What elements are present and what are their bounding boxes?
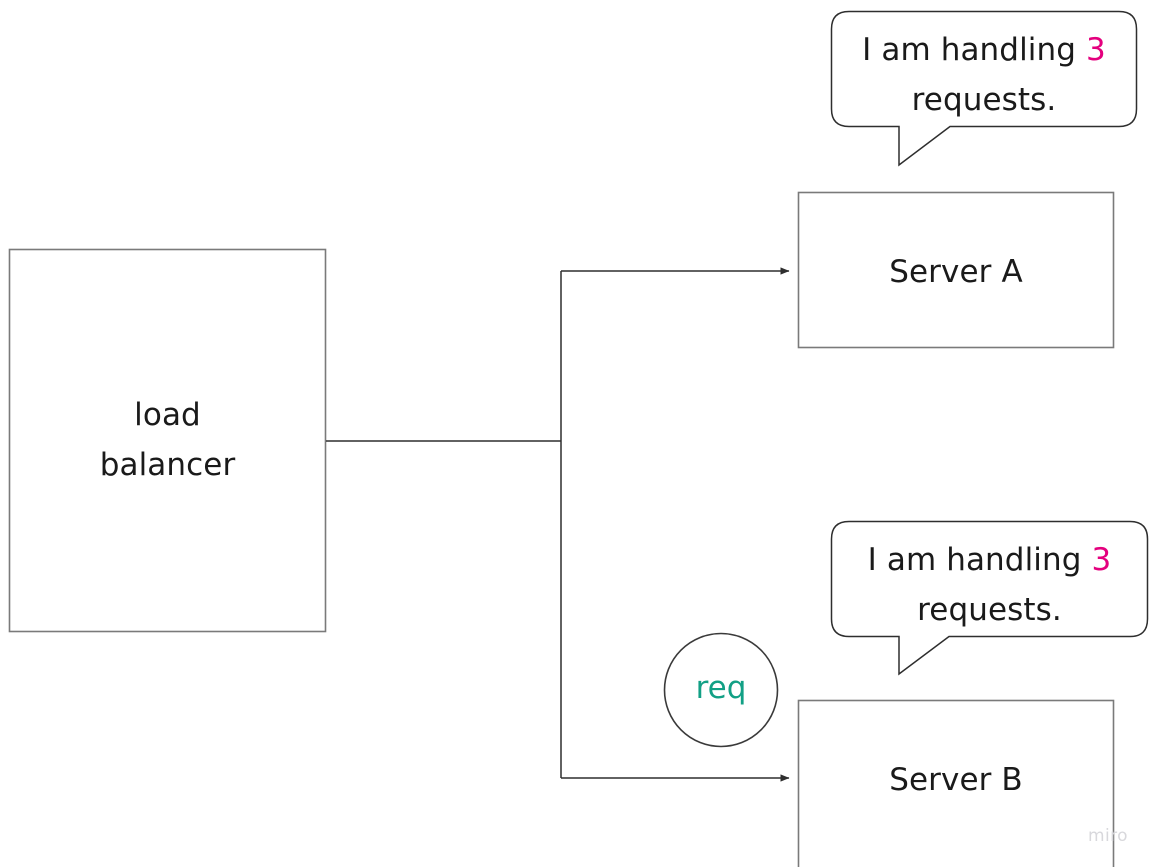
server-b-box[interactable] <box>797 699 1115 867</box>
server-a-bubble-shape[interactable] <box>830 10 1138 167</box>
server-a-box[interactable] <box>797 191 1115 349</box>
request-token-circle[interactable] <box>663 632 779 748</box>
server-b-bubble-shape[interactable] <box>830 520 1149 676</box>
load-balancer-box[interactable] <box>8 248 327 633</box>
